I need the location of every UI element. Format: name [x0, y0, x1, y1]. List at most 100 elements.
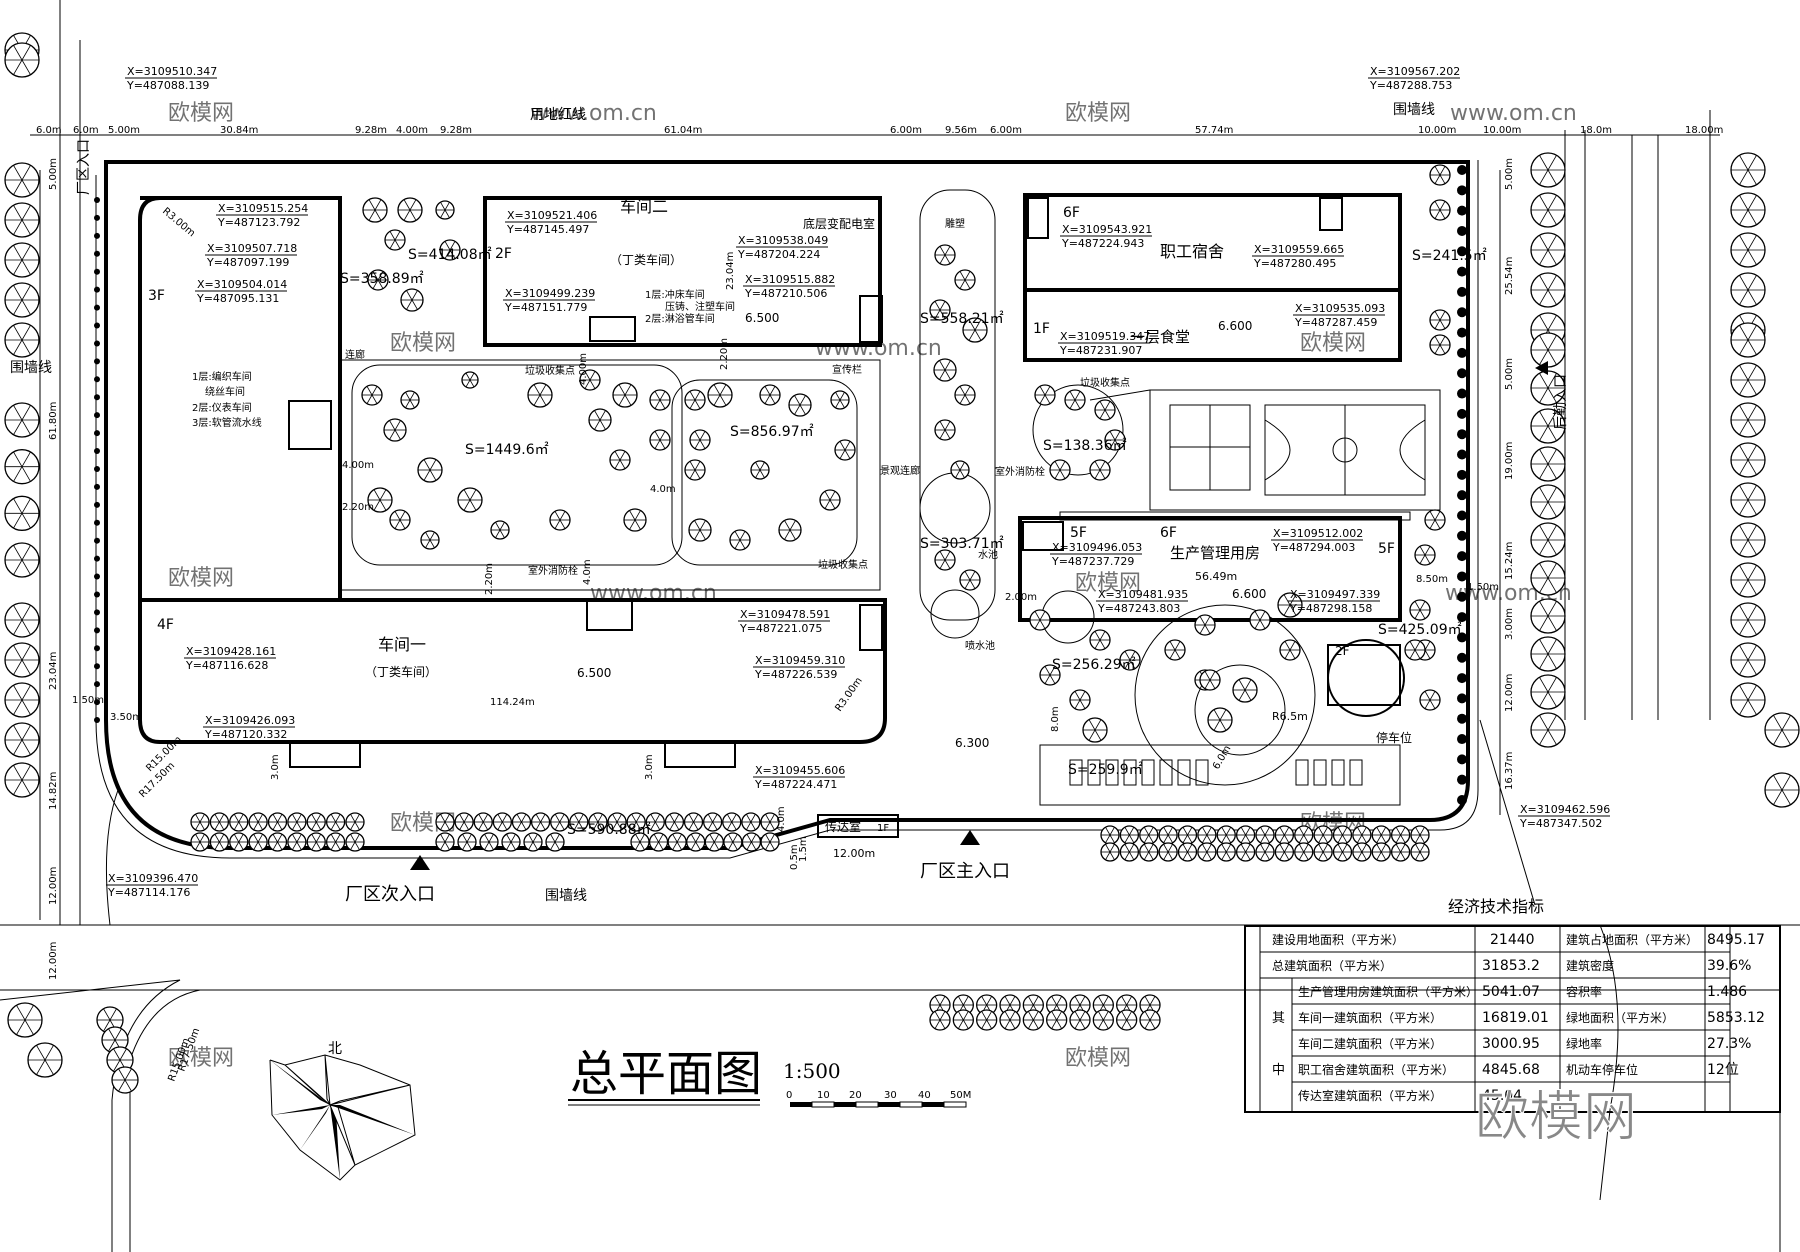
scale-tick: 20 — [849, 1090, 862, 1101]
left-building-note: 2层:仪表车间 — [192, 401, 252, 414]
table-value: 31853.2 — [1482, 958, 1540, 974]
dim-label: 25.54m — [1504, 257, 1515, 295]
workshop1-floors: 4F — [157, 617, 174, 633]
dim-label: 12.00m — [48, 867, 59, 905]
misc-dimensions: R3.00m 4.00m 2.20m 4.00m 2.20m 4.0m 4.0m… — [110, 206, 1448, 1083]
gatehouse-label: 传达室 — [825, 819, 861, 834]
table-label: 总建筑面积（平方米） — [1272, 958, 1392, 973]
canteen-outline — [1023, 288, 1402, 362]
wall-line-label: 围墙线 — [545, 888, 587, 904]
site-label: 垃圾收集点 — [818, 558, 868, 571]
site-label: 室外消防栓 — [528, 564, 578, 577]
tree-icon — [1457, 327, 1467, 338]
table-label: 车间一建筑面积（平方米） — [1298, 1010, 1442, 1025]
tree-icon — [94, 304, 100, 311]
table-label: 建筑密度 — [1566, 958, 1614, 973]
dim-label: 4.0m — [776, 806, 787, 832]
dim-label: R3.00m — [160, 206, 197, 239]
admin-length: 56.49m — [1195, 570, 1237, 583]
coordinate-x: X=3109535.093 — [1295, 302, 1385, 315]
coordinate-y: Y=487088.139 — [126, 79, 209, 92]
page-title: 总平面图 — [570, 1046, 762, 1102]
coordinate-y: Y=487151.779 — [504, 301, 587, 314]
tree-icon — [94, 537, 100, 544]
secondary-entrance-label: 厂区次入口 — [345, 884, 435, 905]
coordinate-y: Y=487243.803 — [1097, 602, 1180, 615]
dim-label: 30.84m — [220, 125, 258, 136]
dim-label: 1.5m — [798, 836, 809, 862]
trees — [4, 32, 1800, 1094]
top-dimensions: 6.0m 6.0m 5.00m 30.84m 9.28m 4.00m 9.28m… — [36, 125, 1723, 136]
site-label: 宣传栏 — [832, 363, 862, 376]
east-building-floors: 2F — [1335, 644, 1350, 658]
dim-label: 4.00m — [342, 460, 374, 471]
scale-tick: 40 — [918, 1090, 931, 1101]
coordinate-y: Y=487298.158 — [1289, 602, 1372, 615]
scale-bar: 0 10 20 30 40 50M — [786, 1090, 971, 1108]
table-group-label: 其 — [1272, 1011, 1285, 1026]
coordinate-x: X=3109481.935 — [1098, 588, 1188, 601]
stair-core — [664, 741, 736, 768]
tree-icon — [94, 197, 100, 203]
stair-core — [859, 295, 883, 343]
tree-icon — [1457, 286, 1467, 297]
watermark: 欧模网 — [168, 566, 234, 591]
watermark: 欧模网 — [1075, 571, 1141, 596]
stair-core — [586, 599, 633, 631]
table-label: 机动车停车位 — [1566, 1062, 1638, 1077]
tree-icon — [94, 501, 100, 508]
area-labels: S=358.89㎡ S=414.08㎡ S=1449.6㎡ S=856.97㎡ … — [340, 247, 1487, 838]
table-label: 传达室建筑面积（平方米） — [1298, 1088, 1442, 1103]
tree-icon — [1457, 347, 1467, 358]
dim-label: 12.00m — [833, 847, 875, 860]
canteen-elevation: 6.600 — [1218, 319, 1252, 333]
dim-label: 8.50m — [1416, 574, 1448, 585]
table-label: 建设用地面积（平方米） — [1272, 932, 1404, 947]
tree-icon — [1457, 754, 1467, 765]
left-dimensions: 5.00m 61.80m 23.04m 1.50m 14.82m 12.00m … — [48, 158, 104, 980]
table-group-label: 中 — [1272, 1063, 1285, 1078]
coordinate-y: Y=487145.497 — [506, 223, 589, 236]
stair-core — [288, 400, 332, 450]
workshop1-name: 车间一 — [378, 635, 426, 654]
dim-label: 10.00m — [1418, 125, 1456, 136]
dim-label: 19.00m — [1504, 442, 1515, 480]
wall-line-label: 围墙线 — [1393, 102, 1435, 118]
table-value: 5853.12 — [1707, 1010, 1765, 1026]
north-label: 北 — [328, 1041, 342, 1057]
tree-icon — [1457, 408, 1467, 419]
watermark: 欧模网 — [1300, 331, 1366, 356]
workshop2-substation: 底层变配电室 — [803, 216, 875, 231]
coordinate-x: X=3109496.053 — [1052, 541, 1142, 554]
tree-icon — [94, 699, 100, 706]
green-areas — [339, 189, 1411, 806]
tree-icon — [94, 483, 100, 490]
coordinate-x: X=3109396.470 — [108, 872, 198, 885]
dim-label: 15.24m — [1504, 542, 1515, 580]
coordinate-y: Y=487224.943 — [1061, 237, 1144, 250]
tree-icon — [94, 214, 100, 221]
tree-icon — [1457, 591, 1467, 602]
watermark: 欧模网 — [168, 101, 234, 126]
tree-icon — [1457, 205, 1467, 216]
tree-icon — [94, 358, 100, 365]
admin-elevation: 6.600 — [1232, 587, 1266, 601]
tree-icon — [94, 609, 100, 616]
left-building-note: 绕丝车间 — [205, 385, 245, 398]
dim-label: 9.56m — [945, 125, 977, 136]
area-label: S=256.29㎡ — [1052, 657, 1136, 673]
gatehouse-outline — [817, 814, 899, 838]
tree-icon — [1457, 795, 1467, 805]
dim-label: 1.50m — [72, 695, 104, 706]
stair-core — [1319, 197, 1343, 231]
building-labels: 3F 1层:编织车间 绕丝车间 2层:仪表车间 3层:软管流水线 2F 车间二 … — [148, 197, 1395, 708]
admin-floors: 6F — [1160, 525, 1177, 541]
tree-icon — [94, 340, 100, 347]
tree-icon — [94, 717, 100, 723]
tree-icon — [1457, 449, 1467, 460]
watermark: 欧模网 — [168, 1046, 234, 1071]
coordinate-y: Y=487210.506 — [744, 287, 827, 300]
workshop1-type: （丁类车间） — [365, 664, 437, 679]
stair-core — [1022, 521, 1064, 551]
table-label: 绿地面积（平方米） — [1566, 1010, 1674, 1025]
